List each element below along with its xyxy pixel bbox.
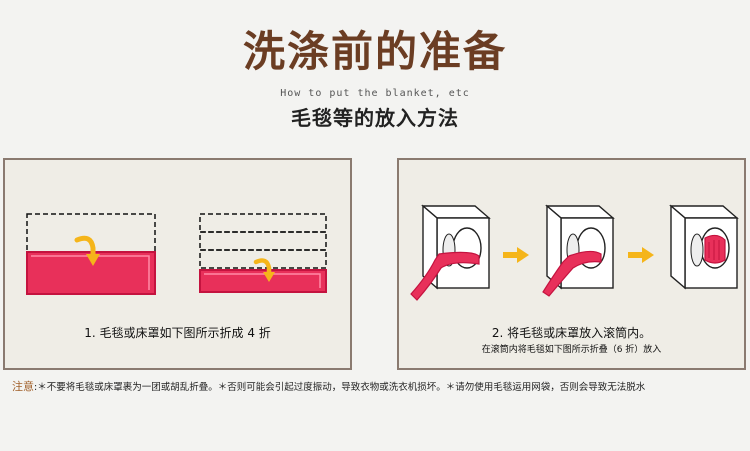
step-2-caption: 2. 将毛毯或床罩放入滚筒内。 bbox=[491, 326, 652, 340]
blanket-fold-illustration-2 bbox=[199, 213, 327, 293]
subtitle-chinese: 毛毯等的放入方法 bbox=[291, 106, 459, 130]
warning-note: 注意:＊不要将毛毯或床罩裹为一团或胡乱折叠。＊否则可能会引起过度振动，导致衣物或… bbox=[12, 378, 645, 394]
fold-arrow-icon bbox=[253, 258, 275, 282]
step-2-subcaption: 在滚筒内将毛毯如下图所示折叠（6 折）放入 bbox=[481, 345, 662, 355]
blanket-shape bbox=[542, 250, 602, 297]
page-title: 洗涤前的准备 bbox=[242, 27, 507, 76]
step-2-panel: 2. 将毛毯或床罩放入滚筒内。 在滚筒内将毛毯如下图所示折叠（6 折）放入 bbox=[397, 158, 746, 370]
washing-machine-icon bbox=[669, 204, 739, 290]
step-1-panel: 1. 毛毯或床罩如下图所示折成 4 折 bbox=[3, 158, 352, 370]
subtitle-english: How to put the blanket, etc bbox=[280, 88, 470, 99]
washing-machine-icon bbox=[542, 204, 615, 297]
blanket-shape bbox=[410, 251, 480, 301]
washing-machine-icon bbox=[410, 204, 491, 301]
next-step-arrow-icon bbox=[628, 247, 654, 263]
note-text: :＊不要将毛毯或床罩裹为一团或胡乱折叠。＊否则可能会引起过度振动，导致衣物或洗衣… bbox=[34, 382, 646, 393]
fold-arrow-icon bbox=[74, 235, 100, 266]
note-label: 注意 bbox=[12, 380, 34, 393]
next-step-arrow-icon bbox=[503, 247, 529, 263]
step-1-caption: 1. 毛毯或床罩如下图所示折成 4 折 bbox=[84, 326, 271, 340]
blanket-shape bbox=[704, 234, 726, 264]
